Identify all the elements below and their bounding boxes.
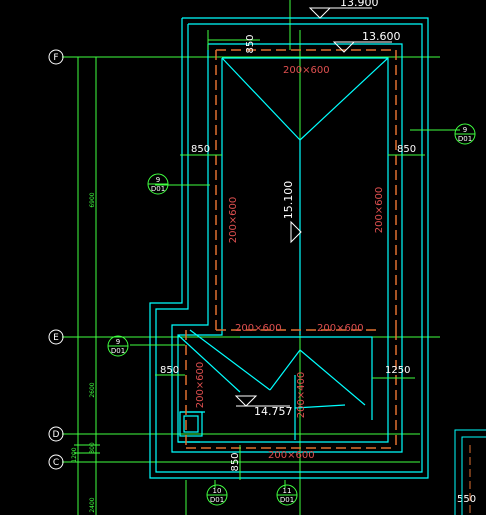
- dim-bottom-850: 850: [230, 452, 241, 471]
- building-outline: [149, 17, 429, 479]
- axis-label-f: F: [53, 53, 58, 63]
- dim-right-1250: 1250: [385, 365, 410, 376]
- dim-top-850: 850: [245, 34, 256, 53]
- detail-bottom-1-num: 10: [213, 487, 222, 495]
- beam-lines: [185, 49, 397, 449]
- axis-bubble-c: C: [48, 454, 64, 470]
- beam-label-mid-left: 200×600: [235, 323, 282, 334]
- dim-side-1200: 1200: [71, 447, 78, 462]
- detail-left-sheet: D01: [151, 185, 165, 193]
- dim-right-850: 850: [397, 144, 416, 155]
- elevation-top: 13.900: [308, 0, 379, 19]
- axis-label-d: D: [53, 430, 60, 440]
- dim-side-2400: 2400: [89, 497, 96, 512]
- detail-right-sheet: D01: [458, 135, 472, 143]
- detail-left-num: 9: [156, 176, 160, 184]
- detail-symbol-left: 9 D01: [147, 173, 169, 195]
- axis-bubble-d: D: [48, 426, 64, 442]
- elevation-roof-label: 13.600: [362, 30, 401, 43]
- adjacent-structure: [454, 429, 486, 515]
- detail-bottom-1-sheet: D01: [210, 496, 224, 504]
- elevation-roof: 13.600: [332, 30, 401, 53]
- axis-label-e: E: [53, 333, 59, 343]
- elevation-lower-label: 14.757: [254, 405, 293, 418]
- dim-br-550: 550: [457, 494, 476, 505]
- beam-label-lower-right: 200×400: [296, 372, 307, 419]
- beam-label-bottom: 200×600: [268, 450, 315, 461]
- axis-lines: [62, 0, 440, 515]
- axis-bubble-e: E: [48, 329, 64, 345]
- beam-label-lower-left: 200×600: [195, 362, 206, 409]
- detail-symbol-bottom-1: 10 D01: [206, 484, 228, 506]
- dim-lower-left-850: 850: [160, 365, 179, 376]
- elevation-lower: 14.757: [234, 395, 293, 418]
- dim-side-300: 300: [89, 442, 96, 454]
- elevation-ridge-label: 15.100: [282, 181, 295, 220]
- axis-label-c: C: [53, 458, 59, 468]
- beam-label-left: 200×600: [228, 197, 239, 244]
- detail-bottom-2-num: 11: [283, 487, 292, 495]
- detail-symbol-bottom-2: 11 D01: [276, 484, 298, 506]
- beam-label-right: 200×600: [374, 187, 385, 234]
- beam-label-mid-right: 200×600: [317, 323, 364, 334]
- detail-lower-left-num: 9: [116, 338, 120, 346]
- dim-side-6900: 6900: [89, 192, 96, 207]
- beam-label-top: 200×600: [283, 65, 330, 76]
- detail-lower-left-sheet: D01: [111, 347, 125, 355]
- detail-symbol-right: 9 D01: [454, 123, 476, 145]
- axis-bubble-f: F: [48, 49, 64, 65]
- dim-side-2600: 2600: [89, 382, 96, 397]
- elevation-ridge: 15.100: [282, 181, 302, 244]
- detail-symbol-lower-left: 9 D01: [107, 335, 129, 357]
- detail-bottom-2-sheet: D01: [280, 496, 294, 504]
- detail-right-num: 9: [463, 126, 467, 134]
- dim-left-850: 850: [191, 144, 210, 155]
- dimension-lines: [130, 30, 460, 488]
- elevation-top-label: 13.900: [340, 0, 379, 9]
